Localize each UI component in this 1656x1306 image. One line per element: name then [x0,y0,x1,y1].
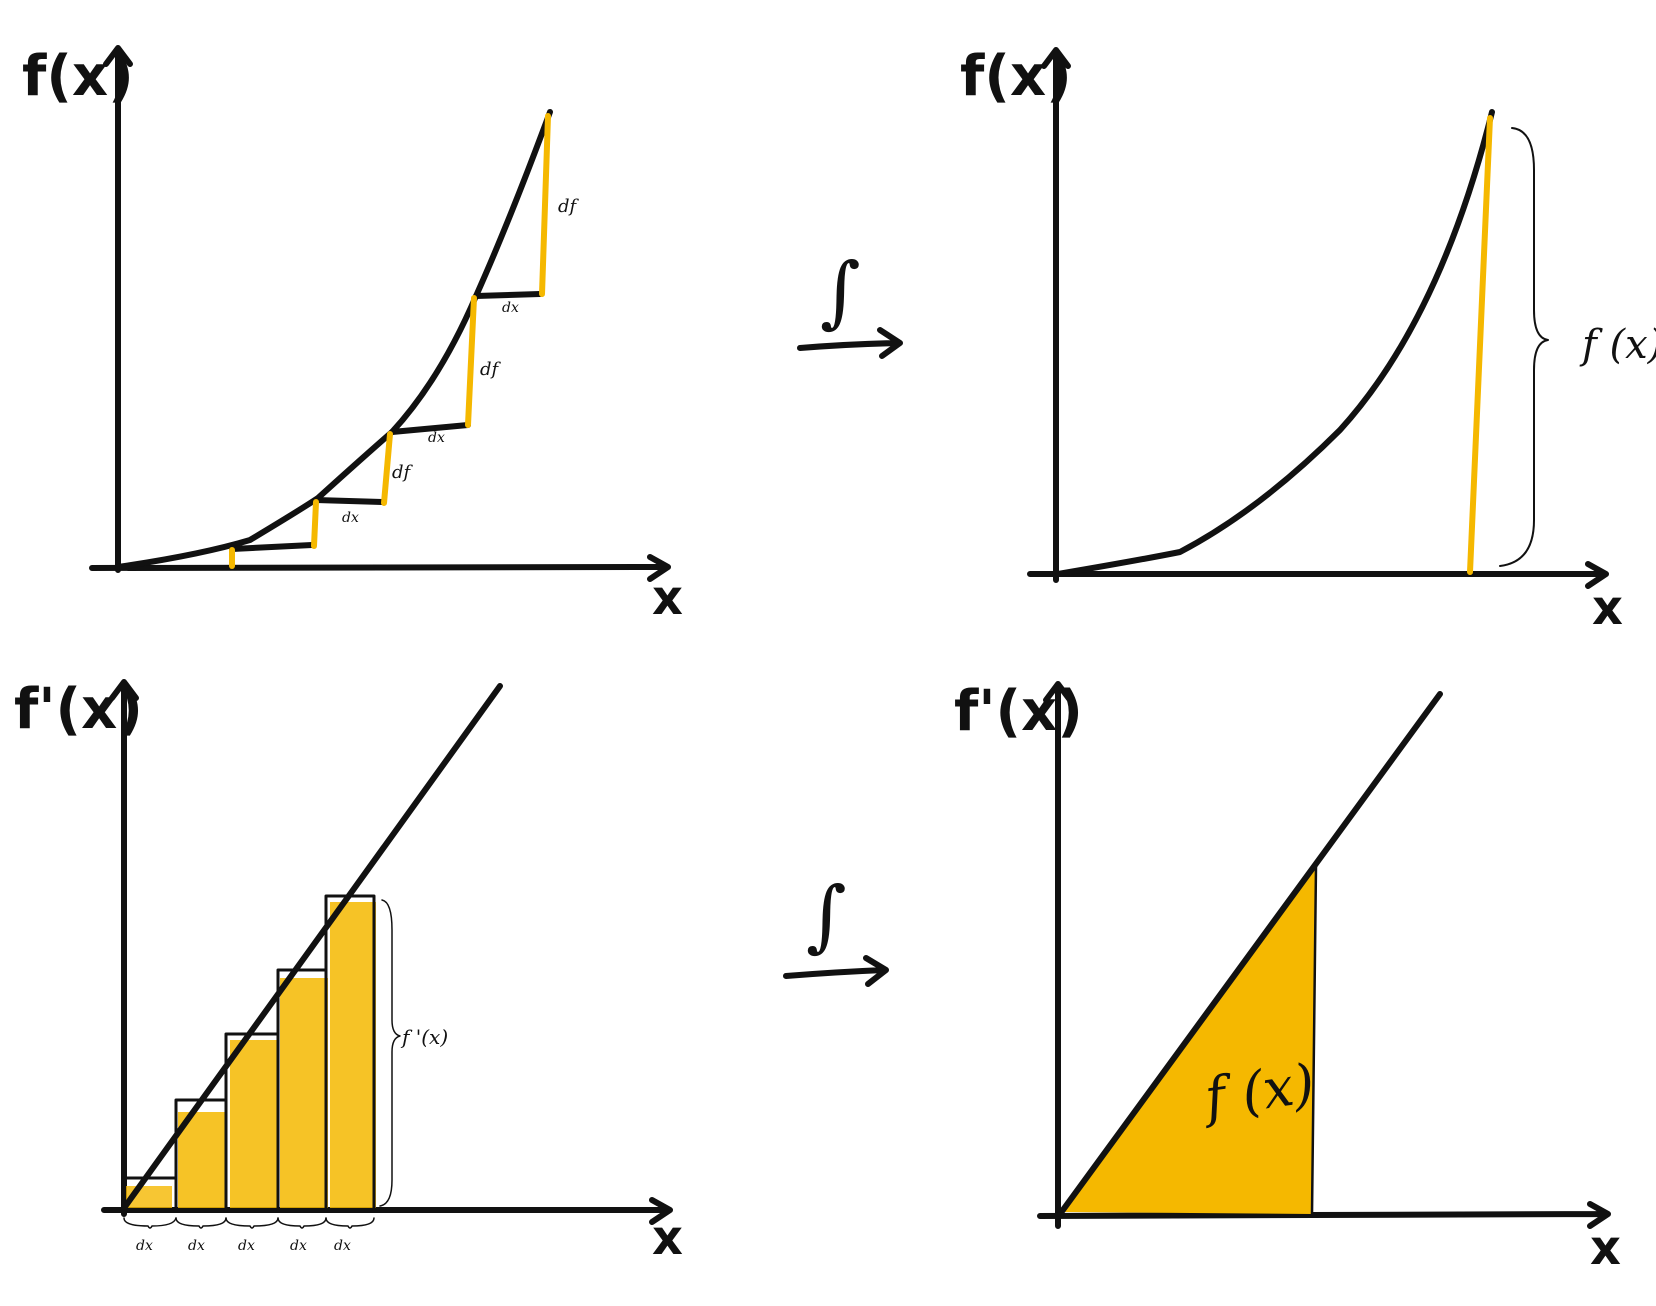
dx-bracket-1 [175,1217,227,1229]
dx-label-2: dx [238,1238,255,1254]
label-df-1: df [558,196,580,217]
x-axis [101,1197,673,1225]
brace-label: f '(x) [400,1025,448,1049]
brace [1499,127,1549,567]
dx-label-1: dx [188,1238,205,1254]
dx-label-3: dx [290,1238,307,1254]
panel-top-right: f(x) x f (x) [960,44,1656,636]
curve-f [115,109,553,570]
y-axis [1041,47,1071,583]
label-dx-2: dx [428,430,445,446]
value-bar [1467,115,1493,575]
step-dx-0 [229,542,315,552]
label-df-3: df [392,462,414,483]
x-axis [1037,1201,1611,1229]
rise-df-2 [381,431,393,506]
brace [379,899,401,1207]
bar-fill-2 [230,1040,278,1208]
transition-arrow-bottom: ∫ [783,871,889,987]
rise-df-4 [539,113,551,297]
step-dx-1 [313,497,385,505]
line-f-prime [1057,691,1443,1217]
rise-df-1 [311,499,319,549]
line-f-prime [121,683,503,1211]
bar-fill-1 [178,1112,226,1208]
label-df-2: df [480,359,502,380]
x-axis-label: x [652,570,683,626]
dx-bracket-0 [123,1217,177,1229]
dx-bracket-3 [277,1217,327,1229]
x-axis-label: x [1592,580,1623,636]
dx-label-4: dx [334,1238,351,1254]
dx-label-0: dx [136,1238,153,1254]
label-dx-3: dx [342,510,359,526]
integral-symbol: ∫ [806,871,847,961]
area-label: f (x) [1197,1052,1318,1130]
x-axis [1027,561,1609,589]
arrow-right-icon [783,955,889,987]
x-axis-label: x [1590,1220,1621,1276]
integral-symbol: ∫ [820,247,861,337]
transition-arrow-top: ∫ [797,247,903,359]
dx-bracket-4 [325,1217,375,1229]
panel-top-left: f(x) x df df df dx dx dx [22,44,683,626]
label-dx-1: dx [502,300,519,316]
bar-fill-4 [330,902,376,1208]
step-dx-2 [389,422,471,435]
rise-df-3 [465,295,477,428]
arrow-right-icon [797,327,903,359]
x-axis-label: x [652,1210,683,1266]
panel-bottom-right: f'(x) x f (x) [954,679,1621,1276]
panel-bottom-left: f'(x) x f '(x) dx dx dx dx dx [14,677,683,1266]
curve-f [1055,109,1495,577]
y-axis [103,45,133,573]
step-dx-3 [473,291,543,299]
y-axis [109,679,139,1217]
dx-bracket-2 [225,1217,279,1229]
x-axis [89,554,671,582]
bar-fill-3 [280,978,328,1208]
y-axis [1043,681,1073,1229]
area-right-edge [1310,864,1318,1216]
brace-label: f (x) [1579,322,1656,368]
